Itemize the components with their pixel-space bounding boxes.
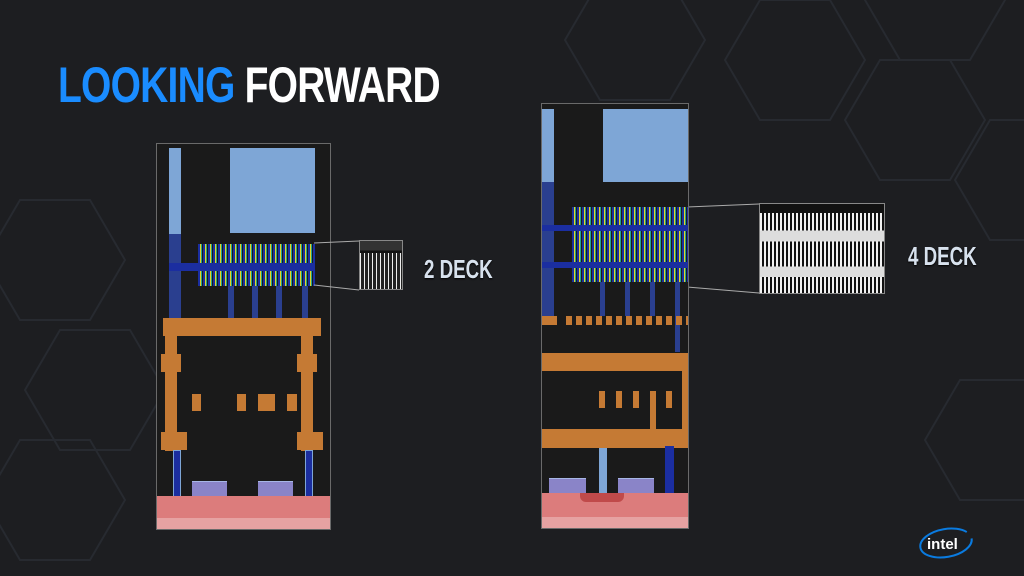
cross-section-4-deck	[541, 103, 689, 529]
slide-title: LOOKING FORWARD	[58, 56, 441, 114]
title-main: FORWARD	[244, 57, 441, 113]
micrograph-2-deck	[359, 240, 403, 290]
label-2-deck: 2 DECK	[424, 254, 493, 284]
micrograph-4-deck	[759, 203, 885, 294]
cross-section-2-deck	[156, 143, 331, 530]
intel-logo: intel	[918, 526, 974, 560]
intel-logo-text: intel	[927, 536, 958, 553]
title-highlight: LOOKING	[58, 57, 235, 113]
label-4-deck: 4 DECK	[908, 241, 977, 271]
